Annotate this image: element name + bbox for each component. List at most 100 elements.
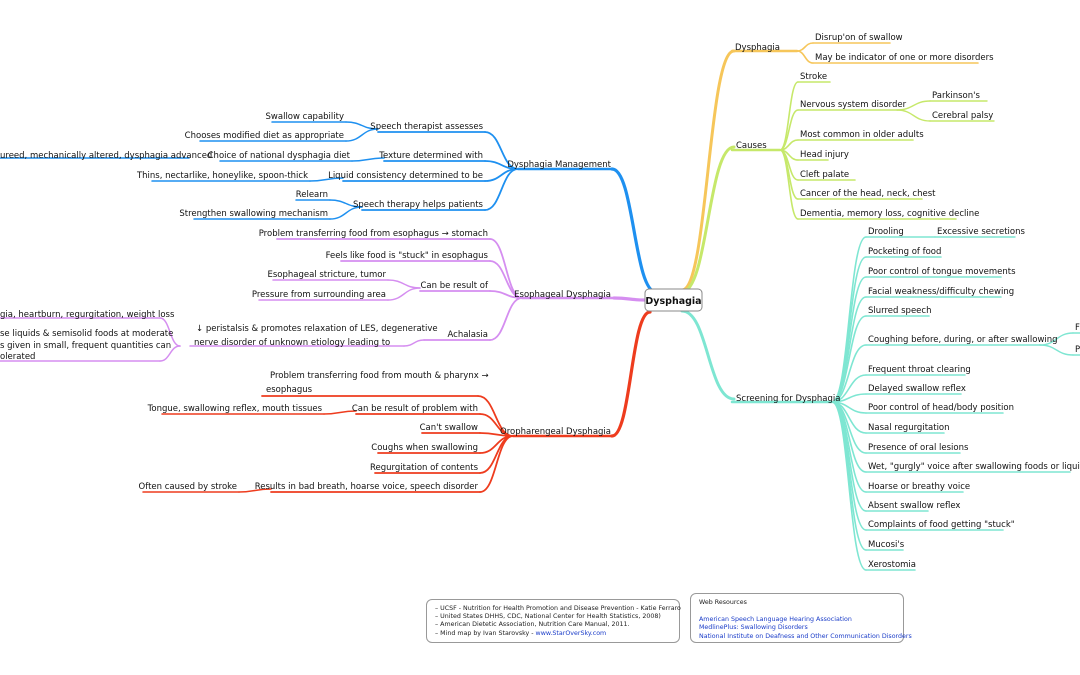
leaf-node: se liquids & semisolid foods at moderate bbox=[0, 329, 173, 339]
leaf-node: Excessive secretions bbox=[937, 227, 1025, 237]
branch-connector bbox=[779, 149, 799, 220]
references-box: – UCSF - Nutrition for Health Promotion … bbox=[426, 599, 681, 643]
leaf-node: Poor control of head/body position bbox=[868, 403, 1014, 413]
branch-connector bbox=[796, 50, 814, 64]
branch-connector bbox=[1039, 344, 1074, 356]
leaf-node: gia, heartburn, regurgitation, weight lo… bbox=[0, 310, 175, 320]
leaf-node: Speech therapist assesses bbox=[370, 122, 483, 132]
branch-connector bbox=[329, 206, 363, 220]
branch-connector bbox=[831, 401, 867, 551]
leaf-node: Can't swallow bbox=[420, 423, 478, 433]
leaf-node: Cleft palate bbox=[800, 170, 849, 180]
leaf-node: Frequent throat clearing bbox=[868, 365, 971, 375]
leaf-node: Stroke bbox=[800, 72, 827, 82]
branch-connector bbox=[612, 296, 647, 302]
leaf-node: Thins, nectarlike, honeylike, spoon-thic… bbox=[136, 171, 308, 181]
leaf-node: Speech therapy helps patients bbox=[353, 200, 484, 210]
leaf-node: P bbox=[1075, 345, 1080, 355]
leaf-node: Swallow capability bbox=[266, 112, 344, 122]
branch-connector bbox=[610, 310, 652, 438]
leaf-node: Poor control of tongue movements bbox=[868, 267, 1016, 277]
leaf-node: Problem transferring food from mouth & p… bbox=[270, 371, 489, 381]
branch-lines bbox=[0, 42, 1080, 571]
leaf-node: Hoarse or breathy voice bbox=[868, 482, 970, 492]
leaf-node: Absent swallow reflex bbox=[868, 501, 960, 511]
leaf-node: Texture determined with bbox=[378, 151, 483, 161]
leaf-node: ↓ peristalsis & promotes relaxation of L… bbox=[196, 324, 438, 334]
branch-connector bbox=[345, 128, 379, 142]
branch-connector bbox=[387, 287, 421, 301]
leaf-node: Pressure from surrounding area bbox=[252, 290, 386, 300]
leaf-node: Feels like food is "stuck" in esophagus bbox=[326, 251, 489, 261]
leaf-node: Slurred speech bbox=[868, 306, 931, 316]
branch-connector bbox=[159, 345, 181, 362]
leaf-node: Head injury bbox=[800, 150, 849, 160]
leaf-node: Tongue, swallowing reflex, mouth tissues bbox=[147, 404, 323, 414]
leaf-node: Often caused by stroke bbox=[139, 482, 237, 492]
branch-connector bbox=[831, 401, 867, 531]
leaf-node: s given in small, frequent quantities ca… bbox=[0, 341, 171, 351]
leaf-node: Esophageal stricture, tumor bbox=[267, 270, 386, 280]
branch-connector bbox=[831, 315, 867, 403]
branch-connector bbox=[323, 410, 357, 415]
branch-connector bbox=[489, 290, 523, 299]
leaf-node: Liquid consistency determined to be bbox=[328, 171, 483, 181]
leaf-node: Can be result of bbox=[420, 281, 489, 291]
branch-connector bbox=[796, 42, 814, 52]
leaf-node: Relearn bbox=[296, 190, 328, 200]
leaf-node: Chooses modified diet as appropriate bbox=[185, 131, 344, 141]
branch-causes: Causes bbox=[736, 141, 767, 151]
reference-item: – United States DHHS, CDC, National Cent… bbox=[435, 613, 661, 621]
branch-oropharyngeal: Oropharengeal Dysphagia bbox=[500, 427, 611, 437]
web-resources-title: Web Resources bbox=[699, 599, 747, 606]
leaf-node: Dementia, memory loss, cognitive decline bbox=[800, 209, 979, 219]
branch-connector bbox=[831, 256, 867, 403]
leaf-node: Results in bad breath, hoarse voice, spe… bbox=[255, 482, 479, 492]
branch-connector bbox=[387, 279, 421, 289]
branch-connector bbox=[610, 167, 658, 294]
leaf-node: Cerebral palsy bbox=[932, 111, 993, 121]
leaf-node: Delayed swallow reflex bbox=[868, 384, 966, 394]
branch-connector bbox=[831, 276, 867, 403]
branch-connector bbox=[896, 109, 931, 122]
leaf-node: Strengthen swallowing mechanism bbox=[179, 209, 328, 219]
leaf-node: Presence of oral lesions bbox=[868, 443, 969, 453]
branch-connector bbox=[779, 149, 799, 200]
web-resources-box: Web Resources American Speech Language H… bbox=[690, 593, 912, 643]
branch-connector bbox=[680, 145, 736, 294]
branch-esophageal: Esophageal Dysphagia bbox=[514, 290, 611, 300]
leaf-node: Achalasia bbox=[447, 330, 488, 340]
web-link-asha[interactable]: American Speech Language Hearing Associa… bbox=[699, 616, 852, 624]
leaf-node: Nervous system disorder bbox=[800, 100, 907, 110]
leaf-node: nerve disorder of unknown etiology leadi… bbox=[194, 338, 390, 348]
leaf-node: Choice of national dysphagia diet bbox=[208, 151, 351, 161]
branch-connector bbox=[680, 49, 736, 292]
leaf-node: Disrup'on of swallow bbox=[815, 33, 903, 43]
leaf-node: Coughing before, during, or after swallo… bbox=[868, 335, 1058, 345]
leaf-node: Complaints of food getting "stuck" bbox=[868, 520, 1015, 530]
leaf-node: Drooling bbox=[868, 227, 904, 237]
branch-connector bbox=[238, 488, 272, 493]
web-link-nidcd[interactable]: National Institute on Deafness and Other… bbox=[699, 632, 912, 640]
branch-connector bbox=[351, 157, 385, 162]
branch-connector bbox=[489, 297, 523, 341]
branch-connector bbox=[159, 317, 181, 347]
leaf-node: Xerostomia bbox=[868, 560, 916, 570]
staroversky-link[interactable]: www.StarOverSky.com bbox=[535, 629, 607, 637]
leaf-node: Pocketing of food bbox=[868, 247, 941, 257]
reference-item: – UCSF - Nutrition for Health Promotion … bbox=[435, 605, 681, 612]
web-link-medlineplus[interactable]: MedlinePlus: Swallowing Disorders bbox=[699, 624, 808, 632]
branch-connector bbox=[779, 109, 799, 151]
root-node bbox=[644, 288, 703, 312]
leaf-node: ureed, mechanically altered, dysphagia a… bbox=[0, 151, 212, 161]
leaf-node: Parkinson's bbox=[932, 91, 980, 101]
branch-connector bbox=[680, 309, 736, 401]
leaf-node: esophagus bbox=[266, 385, 313, 395]
reference-item: – American Dietetic Association, Nutriti… bbox=[435, 621, 630, 629]
branch-connector bbox=[831, 401, 867, 571]
leaf-node: Nasal regurgitation bbox=[868, 423, 950, 433]
branch-screening: Screening for Dysphagia bbox=[736, 394, 840, 404]
branch-connector bbox=[484, 168, 519, 211]
